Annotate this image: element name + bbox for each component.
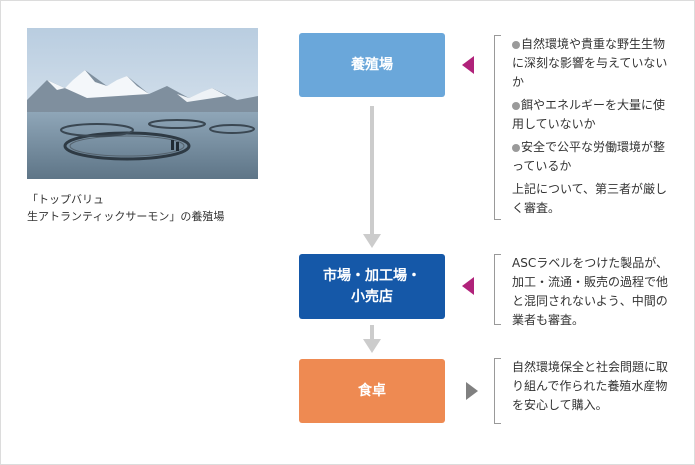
criteria-bullet: 餌やエネルギーを大量に使用していないか <box>512 98 666 131</box>
bullet-dot-icon <box>512 144 520 152</box>
caption-line-2: 生アトランティックサーモン」の養殖場 <box>27 210 225 223</box>
bullet-dot-icon <box>512 41 520 49</box>
step-table-box: 食卓 <box>299 359 445 423</box>
pointer-left-icon <box>462 56 474 74</box>
pointer-left-icon <box>462 277 474 295</box>
farm-criteria-note: 自然環境や貴重な野生生物に深刻な影響を与えていないか 餌やエネルギーを大量に使用… <box>494 35 670 220</box>
connector-arrow-down-icon <box>363 106 381 248</box>
criteria-bullet: 安全で公平な労働環境が整っているか <box>512 140 666 173</box>
table-note: 自然環境保全と社会問題に取り組んで作られた養殖水産物を安心して購入。 <box>494 358 670 424</box>
farm-summary-text: 上記について、第三者が厳しく審査。 <box>512 182 668 215</box>
salmon-farm-photo <box>27 28 258 179</box>
step-market-label-line-2: 小売店 <box>351 288 393 305</box>
table-note-text: 自然環境保全と社会問題に取り組んで作られた養殖水産物を安心して購入。 <box>512 360 669 412</box>
connector-arrow-down-icon <box>363 325 381 353</box>
step-farm-box: 養殖場 <box>299 33 445 97</box>
step-market-box: 市場・加工場・ 小売店 <box>299 254 445 319</box>
bullet-dot-icon <box>512 102 520 110</box>
criteria-bullet: 自然環境や貴重な野生生物に深刻な影響を与えていないか <box>512 37 668 89</box>
step-market-label-line-1: 市場・加工場・ <box>323 267 421 284</box>
pointer-right-icon <box>466 382 478 400</box>
market-note: ASCラベルをつけた製品が、加工・流通・販売の過程で他と混同されないよう、中間の… <box>494 254 670 327</box>
step-table-label: 食卓 <box>358 382 386 399</box>
caption-line-1: 「トップバリュ <box>27 193 104 206</box>
photo-caption: 「トップバリュ 生アトランティックサーモン」の養殖場 <box>27 191 267 225</box>
step-farm-label: 養殖場 <box>351 56 393 73</box>
market-note-text: ASCラベルをつけた製品が、加工・流通・販売の過程で他と混同されないよう、中間の… <box>512 256 669 327</box>
